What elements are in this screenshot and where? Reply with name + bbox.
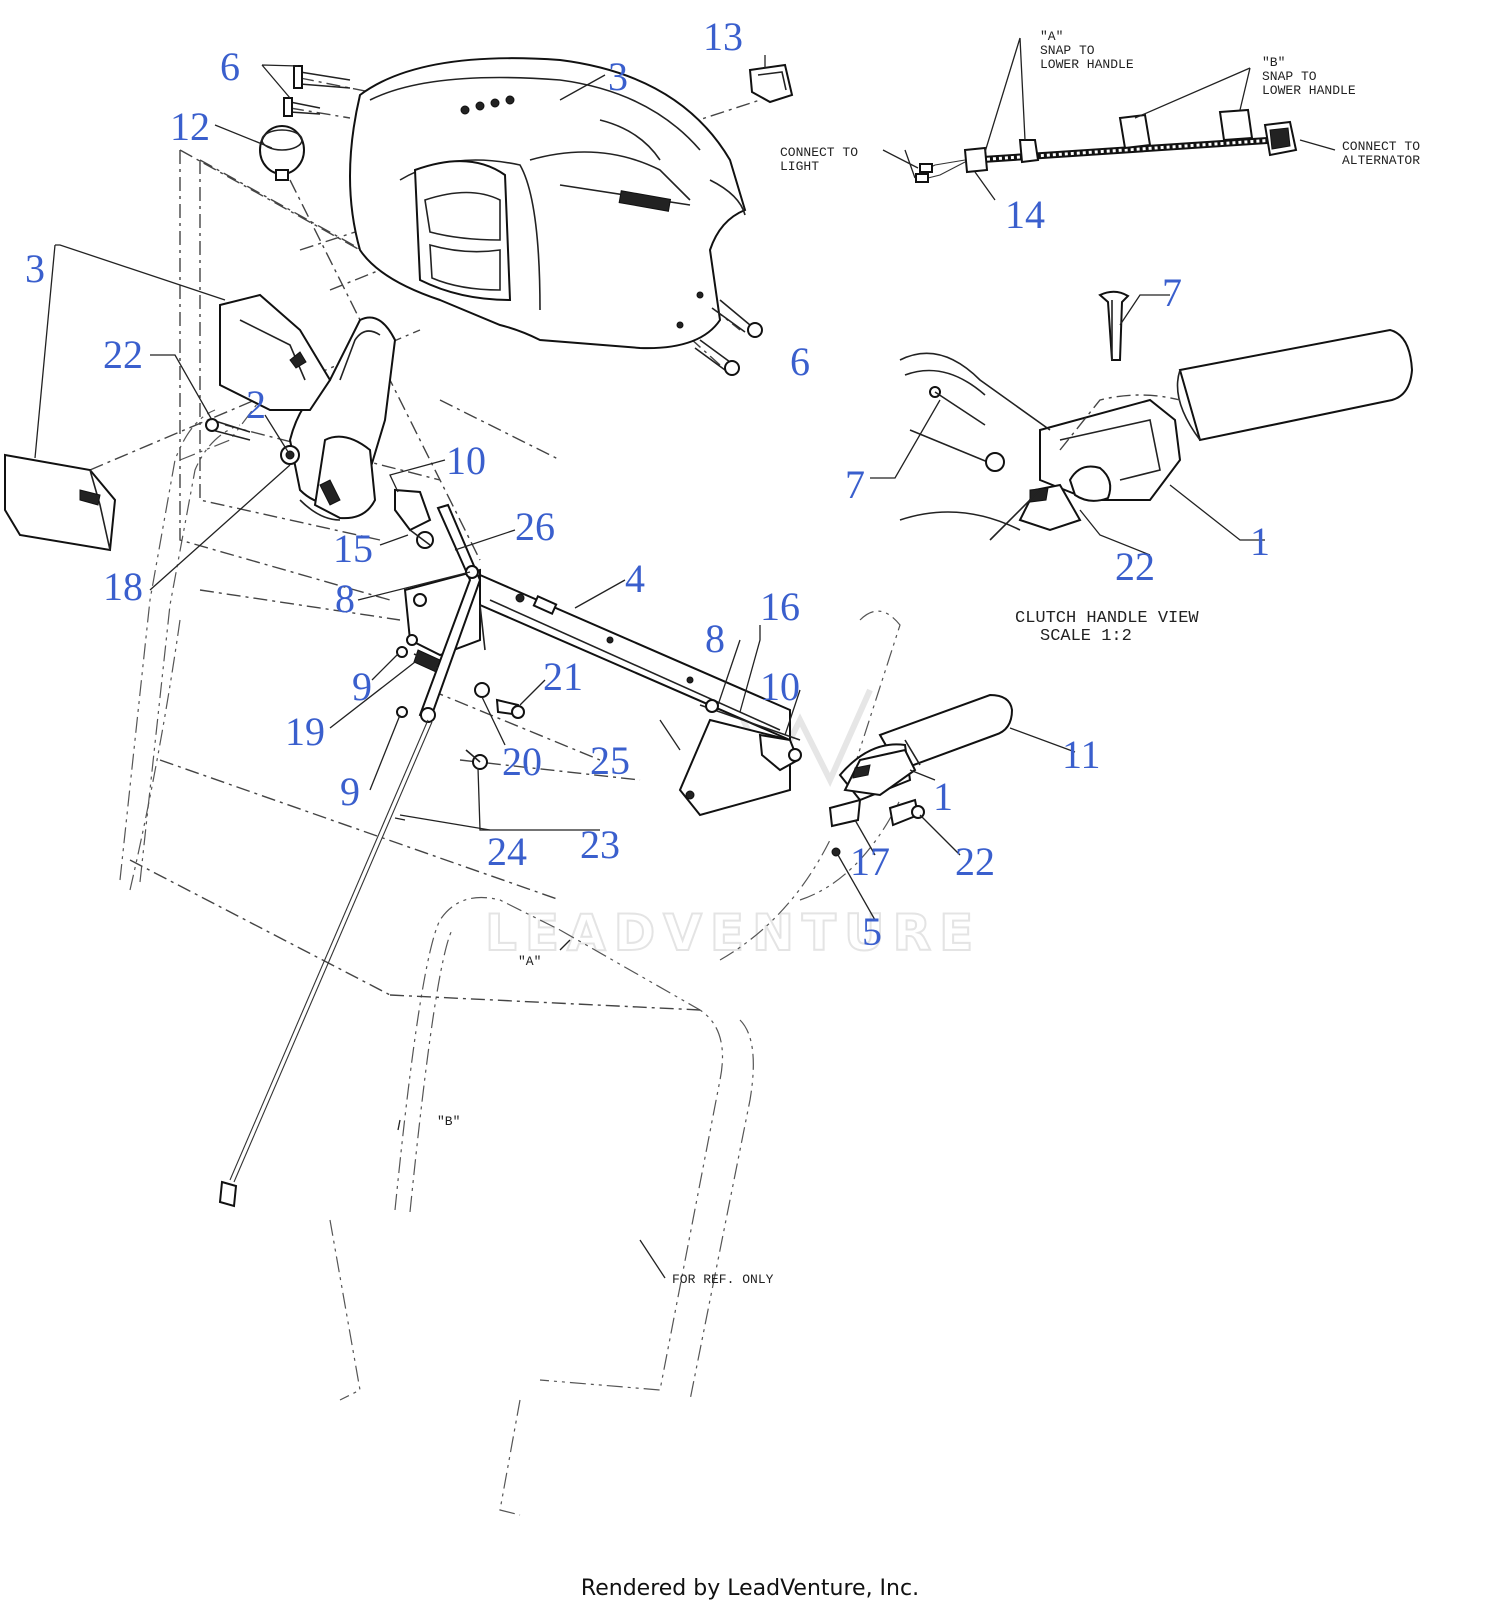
callout-22-right: 22 bbox=[955, 839, 995, 884]
leader-lines bbox=[34, 37, 1336, 1279]
callout-1-small: 1 bbox=[933, 774, 953, 819]
callout-6-right: 6 bbox=[790, 339, 810, 384]
note-ref-a: "A" bbox=[518, 954, 541, 969]
callout-18: 18 bbox=[103, 564, 143, 609]
clutch-handle-small bbox=[828, 748, 925, 857]
note-snap-a-label: "A" bbox=[1040, 29, 1063, 44]
note-connect-light-line1: CONNECT TO bbox=[780, 145, 858, 160]
callout-26: 26 bbox=[515, 504, 555, 549]
callout-1-view: 1 bbox=[1250, 519, 1270, 564]
cover-plate bbox=[219, 293, 332, 411]
note-connect-light-line2: LIGHT bbox=[780, 159, 819, 174]
watermark-text: LEADVENTURE bbox=[485, 904, 981, 962]
note-connect-alt-line2: ALTERNATOR bbox=[1342, 153, 1420, 168]
callout-8-left: 8 bbox=[335, 576, 355, 621]
note-connect-alt-line1: CONNECT TO bbox=[1342, 139, 1420, 154]
callout-9-lower: 9 bbox=[340, 769, 360, 814]
drive-cable bbox=[218, 719, 433, 1208]
note-snap-b-line1: SNAP TO bbox=[1262, 69, 1317, 84]
callout-20: 20 bbox=[502, 739, 542, 784]
pivot-bolt-left bbox=[205, 418, 251, 441]
callout-7-left: 7 bbox=[845, 462, 865, 507]
spring-washers bbox=[396, 646, 441, 718]
note-snap-b-label: "B" bbox=[1262, 55, 1285, 70]
callout-12: 12 bbox=[170, 104, 210, 149]
callout-2: 2 bbox=[246, 382, 266, 427]
callout-22-left: 22 bbox=[103, 332, 143, 377]
view-scale: SCALE 1:2 bbox=[1040, 627, 1132, 646]
note-ref-b: "B" bbox=[437, 1114, 460, 1129]
callout-7-top: 7 bbox=[1162, 270, 1182, 315]
callout-3-left: 3 bbox=[25, 246, 45, 291]
callout-10-left: 10 bbox=[446, 438, 486, 483]
callout-8-right: 8 bbox=[705, 616, 725, 661]
notes: "A" SNAP TO LOWER HANDLE "B" SNAP TO LOW… bbox=[437, 29, 1420, 1287]
note-for-ref-only: FOR REF. ONLY bbox=[672, 1272, 774, 1287]
note-snap-a-line2: LOWER HANDLE bbox=[1040, 57, 1134, 72]
screws-top bbox=[283, 65, 351, 117]
callout-25: 25 bbox=[590, 738, 630, 783]
light-lens bbox=[4, 453, 117, 552]
dash-console bbox=[349, 57, 747, 350]
callout-10-right: 10 bbox=[760, 664, 800, 709]
callouts: 6 12 13 3 3 22 2 10 15 18 26 8 4 16 8 10… bbox=[25, 14, 1270, 954]
right-pivot-hardware bbox=[699, 699, 802, 772]
fasteners-center bbox=[465, 682, 525, 770]
callout-15: 15 bbox=[333, 526, 373, 571]
callout-16: 16 bbox=[760, 584, 800, 629]
light-socket bbox=[748, 63, 794, 104]
callout-24: 24 bbox=[487, 829, 527, 874]
callout-21: 21 bbox=[543, 654, 583, 699]
callout-9-upper: 9 bbox=[352, 664, 372, 709]
shift-knob bbox=[259, 125, 305, 181]
callout-14: 14 bbox=[1005, 192, 1045, 237]
callout-23: 23 bbox=[580, 822, 620, 867]
callout-11: 11 bbox=[1062, 732, 1101, 777]
note-snap-b-line2: LOWER HANDLE bbox=[1262, 83, 1356, 98]
footer-credit: Rendered by LeadVenture, Inc. bbox=[580, 1576, 920, 1601]
note-snap-a-line1: SNAP TO bbox=[1040, 43, 1095, 58]
callout-4: 4 bbox=[625, 556, 645, 601]
screws-right bbox=[694, 299, 763, 376]
callout-13: 13 bbox=[703, 14, 743, 59]
callout-5: 5 bbox=[862, 909, 882, 954]
clutch-handle-view bbox=[899, 290, 1414, 541]
callout-19: 19 bbox=[285, 709, 325, 754]
callout-6-top: 6 bbox=[220, 44, 240, 89]
callout-3-console: 3 bbox=[608, 54, 628, 99]
drive-lever bbox=[418, 503, 482, 723]
callout-22-view: 22 bbox=[1115, 544, 1155, 589]
wiring-harness bbox=[915, 108, 1298, 183]
callout-17: 17 bbox=[850, 839, 890, 884]
view-title: CLUTCH HANDLE VIEW bbox=[1015, 609, 1199, 628]
bushing-left bbox=[394, 488, 434, 549]
